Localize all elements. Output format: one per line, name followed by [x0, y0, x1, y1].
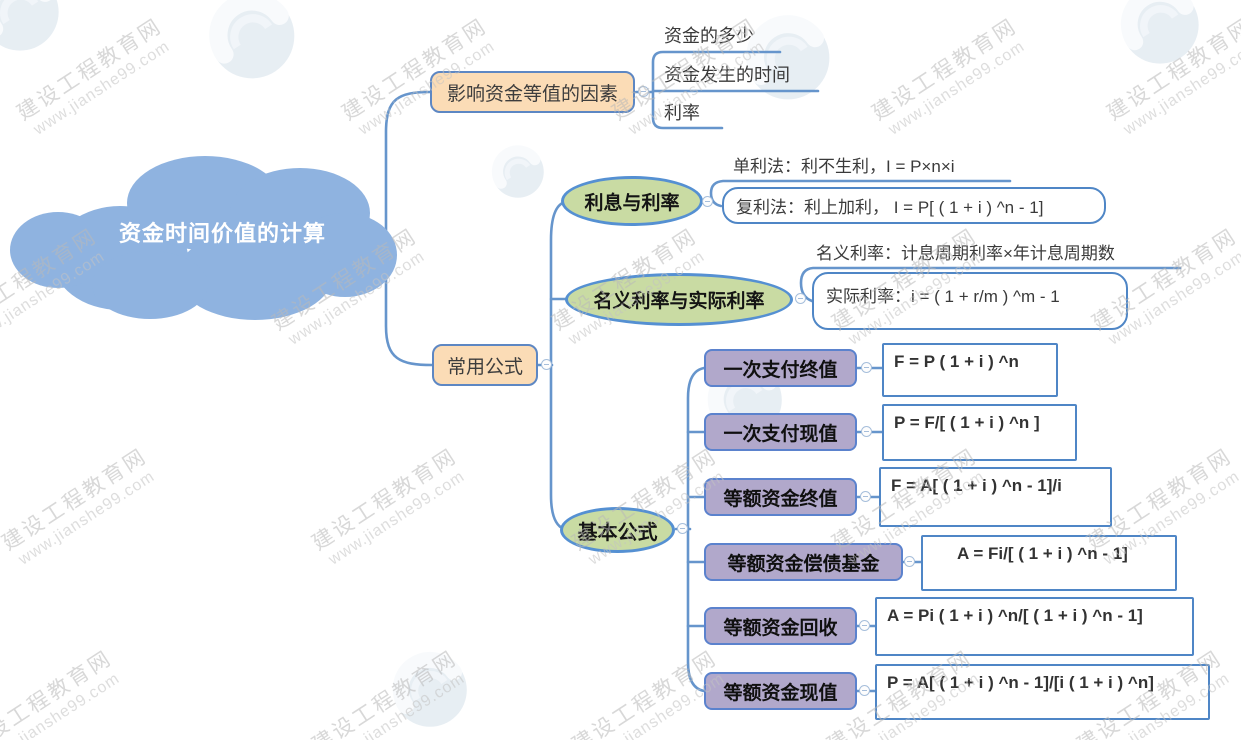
basic-item-present-annuity[interactable]: 等额资金现值: [704, 672, 857, 710]
interest-bracket-underline: [709, 179, 1012, 208]
trunk-connector: [384, 90, 434, 367]
formula-box-sinking-fund[interactable]: A = Fi/[ ( 1 + i ) ^n - 1]: [921, 535, 1177, 591]
formula-box-future-single[interactable]: F = P ( 1 + i ) ^n: [882, 343, 1058, 397]
minus-glyph: [861, 689, 867, 691]
formula-text: A = Fi/[ ( 1 + i ) ^n - 1]: [957, 544, 1128, 563]
factor-amount-label[interactable]: 资金的多少: [664, 26, 754, 46]
minus-glyph: [543, 363, 549, 365]
jianshe-logo-icon: [1120, 0, 1199, 64]
minus-glyph: [797, 297, 803, 299]
topic-interest-rate-label: 利息与利率: [584, 192, 680, 214]
topic-nominal-effective-rate-label: 名义利率与实际利率: [593, 291, 765, 312]
topic-common-formulas-label: 常用公式: [446, 356, 523, 378]
collapse-button-interest[interactable]: [702, 196, 713, 207]
collapse-button-row3[interactable]: [860, 491, 871, 502]
minus-glyph: [863, 430, 869, 432]
minus-glyph: [906, 560, 912, 562]
basic-item-sinking-fund[interactable]: 等额资金偿债基金: [704, 543, 903, 581]
basic-item-label: 一次支付终值: [723, 359, 838, 381]
collapse-button-row1[interactable]: [861, 362, 872, 373]
jianshe-logo-icon: [491, 145, 544, 198]
formula-box-future-annuity[interactable]: F = A[ ( 1 + i ) ^n - 1]/i: [879, 467, 1112, 527]
basic-spine: [686, 366, 706, 693]
compound-interest-box[interactable]: 复利法：利上加利， I = P[ ( 1 + i ) ^n - 1]: [722, 187, 1106, 224]
jianshe-logo-icon: [746, 15, 830, 100]
basic-item-capital-recovery[interactable]: 等额资金回收: [704, 607, 857, 645]
topic-interest-rate[interactable]: 利息与利率: [561, 176, 703, 226]
minus-glyph: [862, 495, 868, 497]
basic-item-label: 等额资金回收: [723, 617, 838, 639]
topic-basic-formulas[interactable]: 基本公式: [560, 507, 675, 553]
minus-glyph: [640, 90, 646, 92]
formula-text: F = A[ ( 1 + i ) ^n - 1]/i: [891, 476, 1062, 495]
effective-rate-box[interactable]: 实际利率：i = ( 1 + r/m ) ^m - 1: [812, 272, 1128, 330]
jianshe-logo-icon: [392, 651, 467, 727]
formula-text: A = Pi ( 1 + i ) ^n/[ ( 1 + i ) ^n - 1]: [887, 606, 1143, 625]
topic-factors-label: 影响资金等值的因素: [446, 83, 618, 105]
collapse-button-row5[interactable]: [859, 620, 870, 631]
basic-item-future-single[interactable]: 一次支付终值: [704, 349, 857, 387]
collapse-button-factors[interactable]: [638, 86, 649, 97]
collapse-button-rates[interactable]: [795, 293, 806, 304]
effective-rate-label: 实际利率：i = ( 1 + r/m ) ^m - 1: [826, 287, 1060, 306]
jianshe-logo-icon: [209, 0, 295, 79]
formula-text: F = P ( 1 + i ) ^n: [894, 352, 1019, 371]
collapse-button-row6[interactable]: [859, 685, 870, 696]
topic-basic-formulas-label: 基本公式: [577, 521, 658, 544]
basic-item-present-single[interactable]: 一次支付现值: [704, 413, 857, 451]
jianshe-logo-icon: [0, 0, 59, 51]
formula-box-present-annuity[interactable]: P = A[ ( 1 + i ) ^n - 1]/[i ( 1 + i ) ^n…: [875, 664, 1210, 720]
rates-bracket-underline: [799, 266, 1182, 303]
topic-common-formulas[interactable]: 常用公式: [432, 344, 538, 386]
minus-glyph: [863, 366, 869, 368]
topic-factors[interactable]: 影响资金等值的因素: [430, 71, 635, 113]
collapse-button-basic[interactable]: [677, 523, 688, 534]
compound-interest-label: 复利法：利上加利， I = P[ ( 1 + i ) ^n - 1]: [736, 198, 1044, 217]
minus-glyph: [679, 527, 685, 529]
collapse-button-row4[interactable]: [904, 556, 915, 567]
basic-item-future-annuity[interactable]: 等额资金终值: [704, 478, 857, 516]
minus-glyph: [861, 624, 867, 626]
formula-text: P = A[ ( 1 + i ) ^n - 1]/[i ( 1 + i ) ^n…: [887, 673, 1154, 692]
formula-box-capital-recovery[interactable]: A = Pi ( 1 + i ) ^n/[ ( 1 + i ) ^n - 1]: [875, 597, 1194, 656]
minus-glyph: [704, 200, 710, 202]
topic-nominal-effective-rate[interactable]: 名义利率与实际利率: [565, 273, 793, 326]
nominal-rate-label[interactable]: 名义利率：计息周期利率×年计息周期数: [816, 244, 1115, 263]
central-topic-title: 资金时间价值的计算: [118, 221, 326, 246]
factor-rate-label[interactable]: 利率: [664, 103, 700, 123]
basic-item-label: 等额资金现值: [723, 682, 838, 704]
formula-box-present-single[interactable]: P = F/[ ( 1 + i ) ^n ]: [882, 404, 1077, 461]
factor-time-label[interactable]: 资金发生的时间: [664, 65, 790, 85]
basic-item-label: 等额资金终值: [723, 488, 838, 510]
basic-item-label: 一次支付现值: [723, 423, 838, 445]
collapse-button-common[interactable]: [541, 359, 552, 370]
simple-interest-label[interactable]: 单利法：利不生利，I = P×n×i: [733, 157, 955, 176]
basic-item-label: 等额资金偿债基金: [727, 553, 880, 575]
basic-row-stubs: [686, 430, 707, 628]
collapse-button-row2[interactable]: [861, 426, 872, 437]
formula-text: P = F/[ ( 1 + i ) ^n ]: [894, 413, 1040, 432]
